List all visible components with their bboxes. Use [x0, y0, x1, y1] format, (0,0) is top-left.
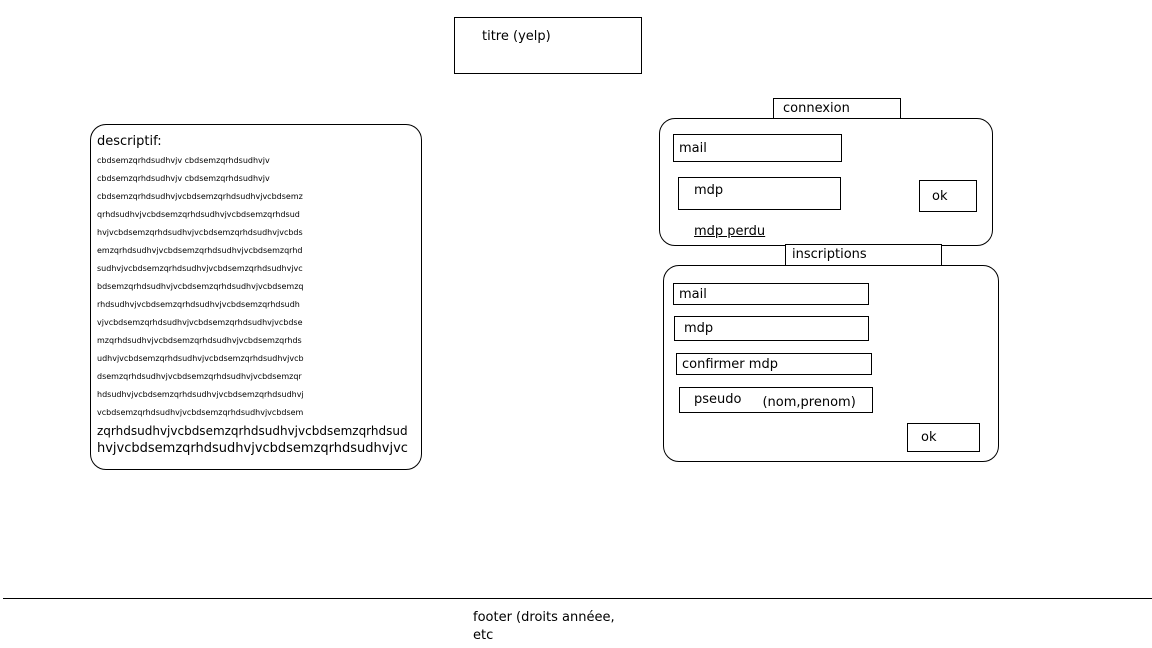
signup-pseudo-field[interactable]: pseudo (nom,prenom) — [679, 387, 873, 413]
signup-pseudo-label: pseudo — [694, 392, 742, 407]
title-box: titre (yelp) — [454, 17, 642, 74]
login-title-box: connexion — [773, 98, 901, 119]
signup-title: inscriptions — [792, 247, 867, 262]
description-line: cbdsemzqrhdsudhvjv cbdsemzqrhdsudhvjv — [97, 156, 270, 165]
description-line: rhdsudhvjvcbdsemzqrhdsudhvjvcbdsemzqrhds… — [97, 300, 300, 309]
signup-confirm-password-field[interactable]: confirmer mdp — [676, 353, 872, 375]
login-ok-label: ok — [932, 188, 948, 204]
footer-line-2: etc — [473, 628, 494, 643]
description-line: qrhdsudhvjvcbdsemzqrhdsudhvjvcbdsemzqrhd… — [97, 210, 300, 219]
signup-mail-label: mail — [679, 286, 707, 302]
login-title: connexion — [783, 101, 850, 116]
description-line: hdsudhvjvcbdsemzqrhdsudhvjvcbdsemzqrhdsu… — [97, 390, 304, 399]
page-title: titre (yelp) — [482, 29, 551, 44]
description-line: udhvjvcbdsemzqrhdsudhvjvcbdsemzqrhdsudhv… — [97, 354, 304, 363]
login-panel: mail mdp ok mdp perdu — [659, 118, 993, 246]
description-text: cbdsemzqrhdsudhvjv cbdsemzqrhdsudhvjv cbd… — [97, 152, 408, 458]
description-line: vcbdsemzqrhdsudhvjvcbdsemzqrhdsudhvjvcbd… — [97, 408, 304, 417]
signup-mail-field[interactable]: mail — [673, 283, 869, 305]
login-ok-button[interactable]: ok — [919, 180, 977, 212]
footer: footer (droits annéee, etc — [473, 609, 615, 645]
signup-panel: mail mdp confirmer mdp pseudo (nom,preno… — [663, 265, 999, 462]
login-mail-field[interactable]: mail — [673, 134, 842, 162]
description-line: bdsemzqrhdsudhvjvcbdsemzqrhdsudhvjvcbdse… — [97, 282, 304, 291]
forgot-password-link[interactable]: mdp perdu — [694, 224, 766, 239]
signup-ok-button[interactable]: ok — [907, 423, 980, 452]
description-line: sudhvjvcbdsemzqrhdsudhvjvcbdsemzqrhdsudh… — [97, 264, 303, 273]
description-line: zqrhdsudhvjvcbdsemzqrhdsudhvjvcbdsemzqrh… — [97, 424, 408, 438]
signup-ok-label: ok — [921, 430, 937, 445]
description-panel: descriptif: cbdsemzqrhdsudhvjv cbdsemzqr… — [90, 124, 422, 470]
login-password-label: mdp — [694, 183, 724, 198]
description-line: emzqrhdsudhvjvcbdsemzqrhdsudhvjvcbdsemzq… — [97, 246, 303, 255]
footer-line-1: footer (droits annéee, — [473, 610, 615, 625]
signup-password-field[interactable]: mdp — [674, 316, 869, 341]
description-line: hvjvcbdsemzqrhdsudhvjvcbdsemzqrhdsudhvjv… — [97, 441, 408, 456]
description-line: cbdsemzqrhdsudhvjvcbdsemzqrhdsudhvjvcbds… — [97, 192, 303, 201]
login-mail-label: mail — [679, 140, 707, 156]
login-password-field[interactable]: mdp — [678, 177, 841, 210]
description-line: hvjvcbdsemzqrhdsudhvjvcbdsemzqrhdsudhvjv… — [97, 228, 303, 237]
description-line: mzqrhdsudhvjvcbdsemzqrhdsudhvjvcbdsemzqr… — [97, 336, 302, 345]
signup-password-label: mdp — [684, 321, 714, 336]
signup-pseudo-hint: (nom,prenom) — [762, 395, 856, 410]
description-line: vjvcbdsemzqrhdsudhvjvcbdsemzqrhdsudhvjvc… — [97, 318, 303, 327]
signup-title-box: inscriptions — [785, 244, 942, 266]
description-heading: descriptif: — [97, 134, 162, 149]
footer-divider — [3, 598, 1152, 599]
signup-confirm-label: confirmer mdp — [682, 356, 778, 372]
description-line: cbdsemzqrhdsudhvjv cbdsemzqrhdsudhvjv — [97, 174, 270, 183]
description-line: dsemzqrhdsudhvjvcbdsemzqrhdsudhvjvcbdsem… — [97, 372, 302, 381]
